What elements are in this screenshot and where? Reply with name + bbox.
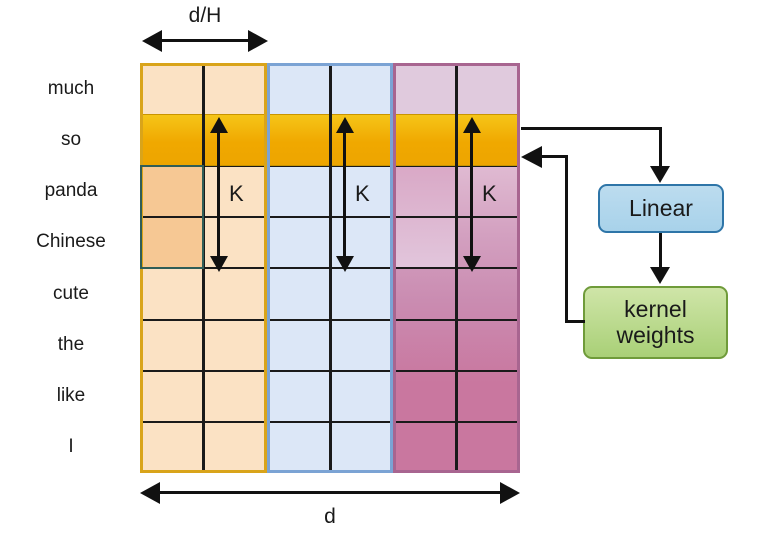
measure-d-over-h-arrow-right xyxy=(248,30,268,52)
kernel-weights-line2: weights xyxy=(616,321,695,348)
kernel-span-arrow-2 xyxy=(343,131,346,263)
grid-vline-1 xyxy=(202,63,205,473)
grid-vline-3 xyxy=(455,63,458,473)
connector-linear-to-kernel-v xyxy=(659,233,662,268)
grid-vline-2 xyxy=(329,63,332,473)
row-label-the: the xyxy=(57,334,85,355)
row-label-like: like xyxy=(56,385,86,406)
kernel-span-arrow-2-head-down xyxy=(336,256,354,272)
measure-d-over-h-line xyxy=(158,39,253,42)
connector-kernel-to-grid-h2 xyxy=(540,155,568,158)
measure-d-over-h-label: d/H xyxy=(188,4,222,27)
kernel-span-arrow-1-head-down xyxy=(210,256,228,272)
row-label-panda: panda xyxy=(44,180,98,201)
kernel-label-1: K xyxy=(229,181,244,206)
connector-kernel-to-grid-v xyxy=(565,155,568,323)
connector-grid-to-linear-v xyxy=(659,127,662,167)
kernel-label-2: K xyxy=(355,181,370,206)
kernel-label-3: K xyxy=(482,181,497,206)
kernel-span-arrow-3 xyxy=(470,131,473,263)
linear-box[interactable]: Linear xyxy=(598,184,724,233)
measure-d-arrow-left xyxy=(140,482,160,504)
row-label-chinese: Chinese xyxy=(36,231,106,252)
connector-grid-to-linear-arrowhead xyxy=(650,166,670,183)
row-label-i: I xyxy=(68,436,74,457)
kernel-weights-line1: kernel xyxy=(624,295,687,322)
row-label-so: so xyxy=(60,129,82,150)
connector-linear-to-kernel-arrowhead xyxy=(650,267,670,284)
measure-d-over-h-arrow-left xyxy=(142,30,162,52)
connector-kernel-to-grid-arrowhead xyxy=(521,146,542,168)
kernel-span-arrow-3-head-up xyxy=(463,117,481,133)
kernel-span-arrow-2-head-up xyxy=(336,117,354,133)
kernel-span-arrow-1 xyxy=(217,131,220,263)
measure-d-label: d xyxy=(324,505,336,528)
kernel-span-arrow-3-head-down xyxy=(463,256,481,272)
kernel-span-arrow-1-head-up xyxy=(210,117,228,133)
embedding-grid: K K K xyxy=(140,63,520,473)
connector-kernel-to-grid-h1 xyxy=(565,320,585,323)
measure-d-arrow-right xyxy=(500,482,520,504)
row-label-column: much so panda Chinese cute the like I xyxy=(4,63,136,473)
connector-grid-to-linear-h xyxy=(521,127,662,130)
measure-d-line xyxy=(156,491,506,494)
kernel-weights-box[interactable]: kernel weights xyxy=(583,286,728,359)
row-label-much: much xyxy=(47,78,95,99)
row-label-cute: cute xyxy=(53,283,89,304)
